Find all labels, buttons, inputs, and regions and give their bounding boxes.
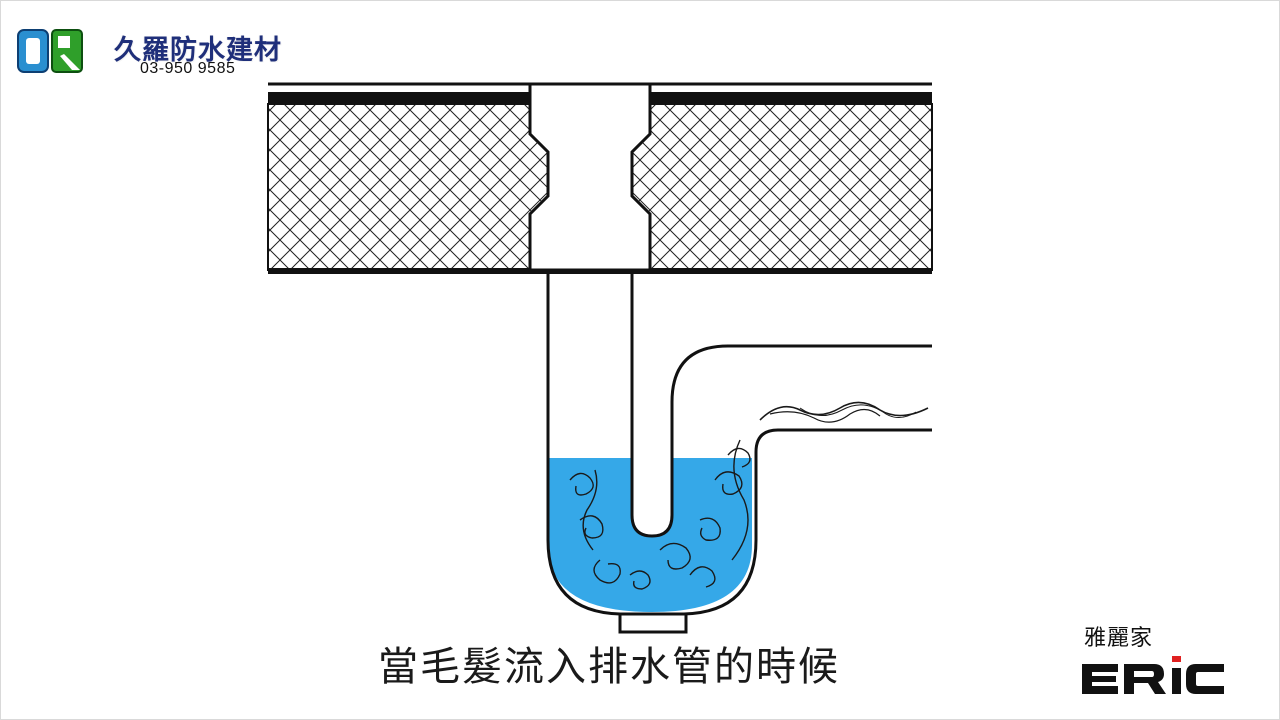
hair-strands-icon	[569, 401, 929, 590]
p-trap	[546, 274, 932, 634]
eric-chinese-name: 雅麗家	[1084, 626, 1154, 651]
brand-name: 久羅防水建材	[114, 35, 282, 66]
brand-watermark: 久羅防水建材 03-950 9585	[16, 24, 316, 80]
eric-wordmark-icon	[1082, 656, 1224, 694]
brand-phone: 03-950 9585	[140, 60, 236, 77]
or-block-logo-icon	[17, 29, 83, 73]
eric-brand: 雅麗家	[1078, 620, 1228, 694]
video-subtitle: 當毛髮流入排水管的時候	[378, 644, 840, 690]
drain-fitting	[528, 82, 652, 272]
